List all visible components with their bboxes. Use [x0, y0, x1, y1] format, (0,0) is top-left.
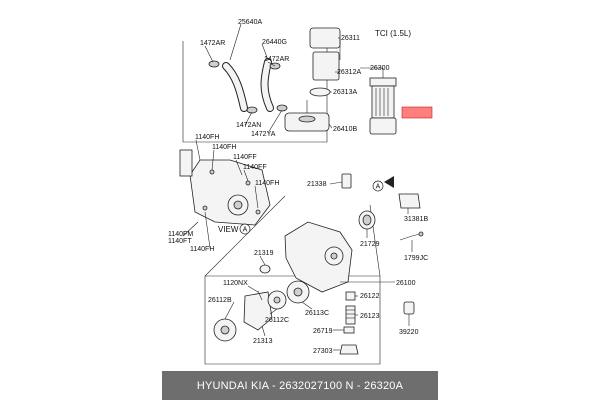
label-21729: 21729	[360, 241, 380, 248]
plug-26122	[345, 291, 356, 301]
bolt	[245, 180, 251, 186]
label-26113c: 26113C	[305, 310, 329, 317]
filter-cap-26320a	[369, 77, 397, 87]
view-label: VIEW	[218, 225, 239, 234]
filter-base-26320a	[369, 117, 397, 135]
label-26300: 26300	[370, 65, 390, 72]
label-39220: 39220	[399, 329, 419, 336]
label-1472an: 1472AN	[236, 122, 261, 129]
label-1140ff: 1140FF	[233, 154, 257, 161]
label-1799jc: 1799JC	[404, 255, 428, 262]
label-21313: 21313	[253, 338, 273, 345]
label-1140ff: 1140FF	[243, 164, 267, 171]
clamp-1472an	[246, 106, 258, 114]
header-note: TCI (1.5L)	[375, 29, 411, 38]
filter-element-26312a	[312, 51, 340, 81]
label-1472ar: 1472AR	[264, 56, 289, 63]
label-1472ar: 1472AR	[200, 40, 225, 47]
label-21319: 21319	[254, 250, 274, 257]
bolt	[255, 209, 261, 215]
cover-plate-21313	[243, 291, 273, 331]
label-26440g: 26440G	[262, 39, 287, 46]
label-26112c: 26112C	[265, 317, 289, 324]
part-number-banner: HYUNDAI KIA - 2632027100 N - 26320A	[162, 371, 438, 400]
label-31381b: 31381B	[404, 216, 428, 223]
dipstick-tube	[179, 149, 193, 177]
label-26410b: 26410B	[333, 126, 357, 133]
filter-cap-26311	[309, 27, 341, 49]
label-1140fh: 1140FH	[190, 246, 214, 253]
clamp-1472ya	[276, 104, 288, 112]
spring-26123	[345, 305, 356, 325]
pump-group-diag-left	[204, 195, 286, 277]
label-26312a: 26312A	[337, 69, 361, 76]
front-cover	[189, 159, 271, 226]
gasket-21319	[259, 264, 271, 274]
label-27303: 27303	[313, 348, 333, 355]
bolt	[209, 169, 215, 175]
sensor-21338	[341, 173, 352, 189]
pin-26719	[343, 326, 355, 334]
arrow-mark-circle	[372, 180, 384, 192]
bolt-1120nx	[257, 290, 263, 301]
clamp-1472ar-left	[208, 60, 220, 68]
label-1140fh: 1140FH	[212, 144, 236, 151]
label-25640a: 25640A	[238, 19, 262, 26]
label-1140fh: 1140FH	[195, 134, 219, 141]
filter-body-26320a	[371, 85, 395, 119]
bolt	[202, 205, 208, 211]
o-ring-26313a	[309, 87, 331, 97]
label-1140fh: 1140FH	[255, 180, 279, 187]
label-26313a: 26313A	[333, 89, 357, 96]
label-26112b: 26112B	[208, 297, 232, 304]
label-1140ft: 1140FT	[168, 238, 192, 245]
label-1472ya: 1472YA	[251, 131, 276, 138]
view-mark: A	[243, 227, 248, 234]
label-26311: 26311	[341, 35, 360, 42]
view-mark-circle	[239, 223, 251, 235]
label-21338: 21338	[307, 181, 327, 188]
arrow-mark: A	[376, 184, 381, 191]
label-26123: 26123	[360, 313, 380, 320]
label-26122: 26122	[360, 293, 380, 300]
label-1140fm: 1140FM	[168, 231, 193, 238]
view-arrow-icon	[384, 176, 394, 188]
cap-27303	[339, 344, 359, 355]
highlight-26320a	[401, 106, 433, 119]
label-26100: 26100	[396, 280, 416, 287]
footer-text: HYUNDAI KIA - 2632027100 N - 26320A	[196, 379, 404, 392]
clip-1799jc	[399, 233, 421, 241]
label-26719: 26719	[313, 328, 333, 335]
bracket-31381b	[398, 193, 421, 209]
label-1120nx: 1120NX	[223, 280, 248, 287]
sensor-39220	[403, 301, 415, 315]
